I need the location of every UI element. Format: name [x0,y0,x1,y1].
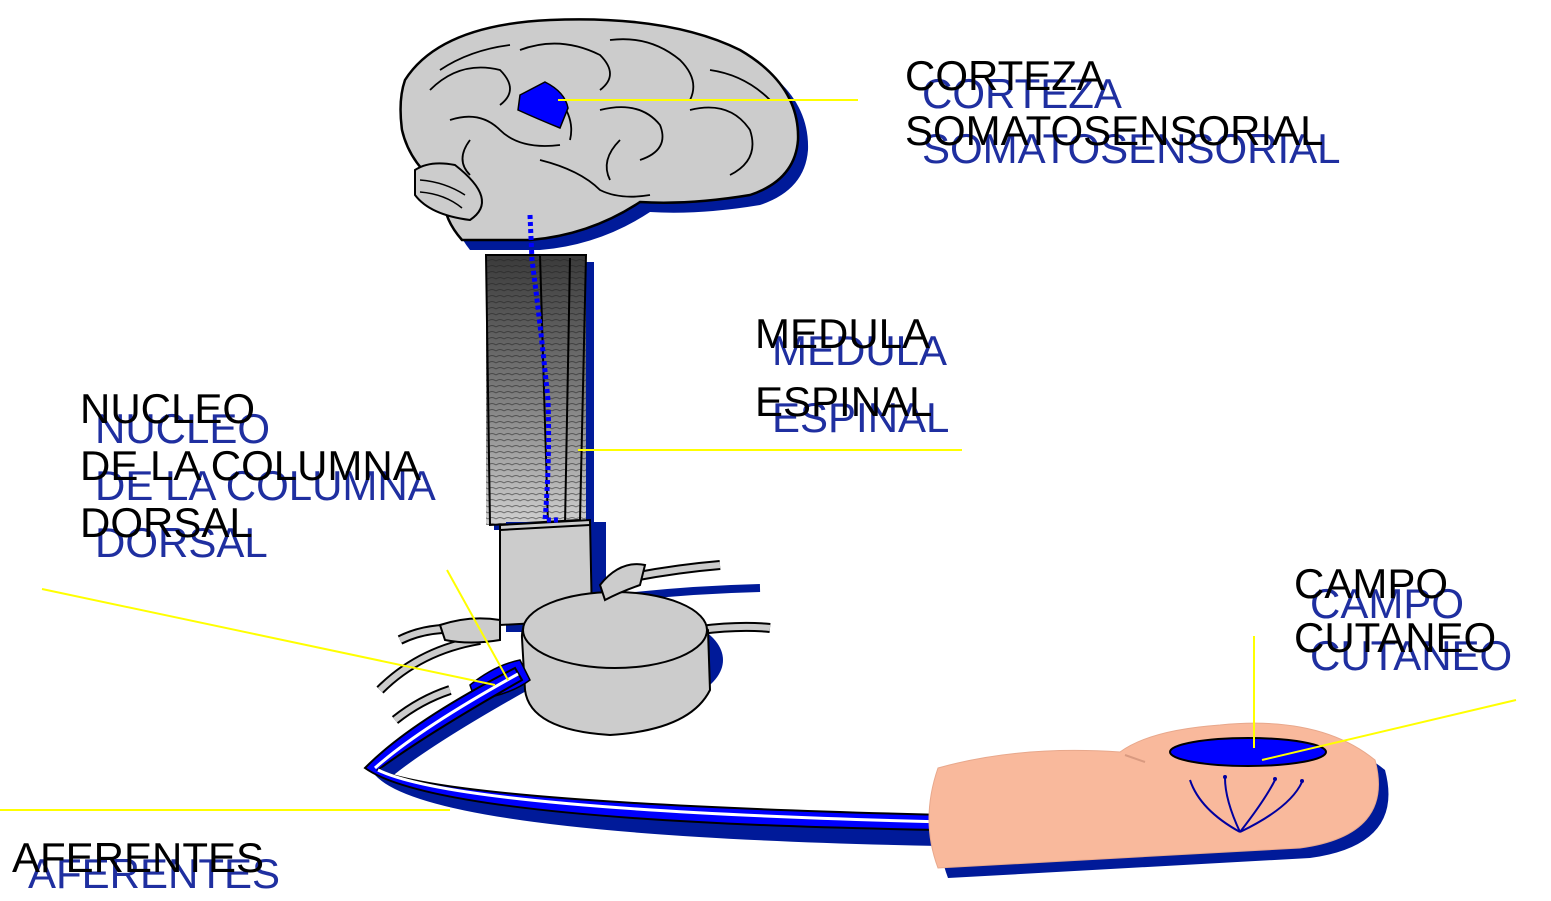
brain [401,19,809,520]
spinal-cord [486,255,594,530]
leader-nucleo-b [42,589,495,685]
vertebra [380,520,770,735]
cutaneous-field [1170,738,1326,766]
